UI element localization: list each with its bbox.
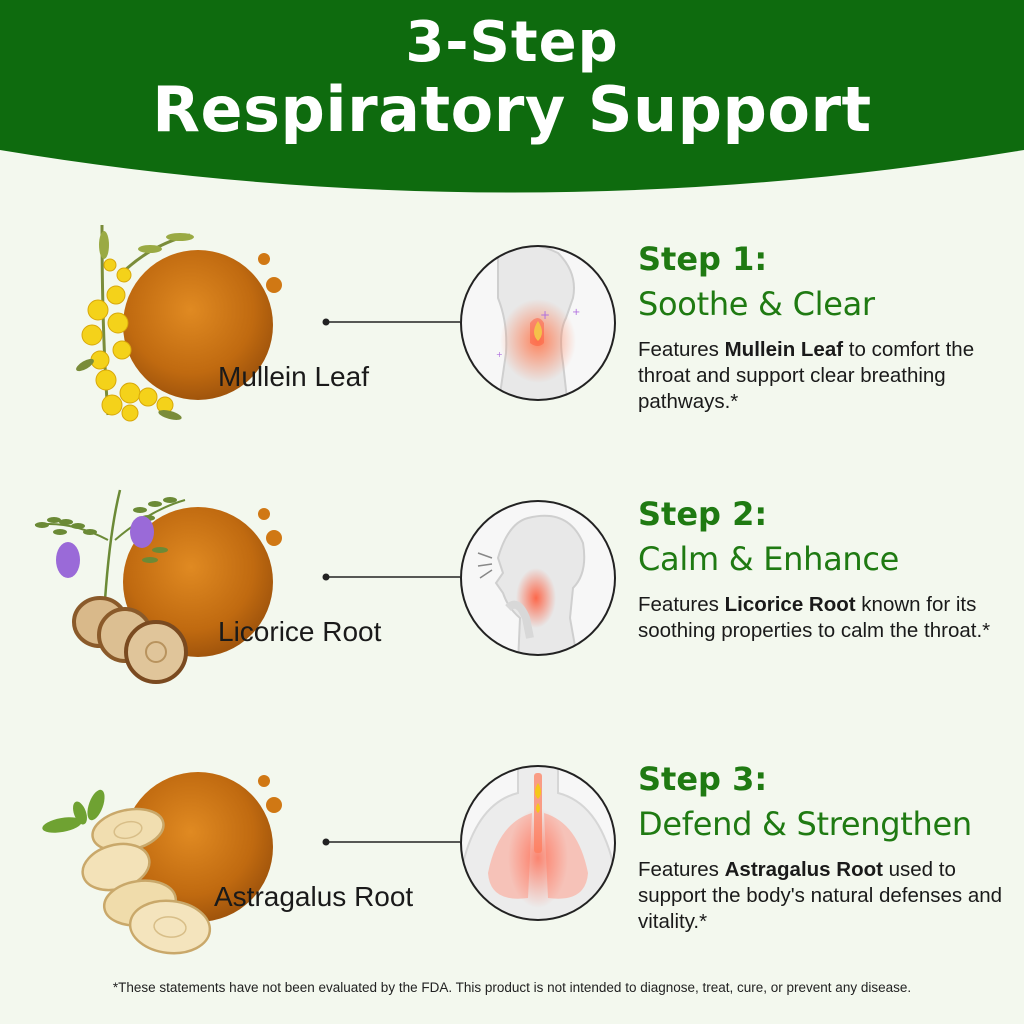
svg-text:+: + (496, 350, 503, 359)
svg-text:+: + (572, 307, 580, 318)
step-text-block: Step 1: Soothe & Clear Features Mullein … (638, 237, 1018, 415)
svg-text:+: + (540, 308, 550, 322)
step-row-3: Astragalus Root Step 3: Defend & Strengt… (0, 735, 1024, 975)
step-row-2: Licorice Root Step 2: Calm & Enhance Fea… (0, 470, 1024, 710)
step-subtitle: Calm & Enhance (638, 540, 900, 578)
step-subtitle: Soothe & Clear (638, 285, 875, 323)
desc-suffix: to comfort the throat and support clear … (638, 338, 975, 413)
step-title: Step 3: (638, 760, 768, 798)
header-banner: 3-Step Respiratory Support (0, 0, 1024, 210)
step-description: Features Licorice Root known for its soo… (638, 592, 1018, 644)
fda-disclaimer: *These statements have not been evaluate… (112, 980, 912, 995)
licorice-plant-icon (34, 489, 282, 684)
connector-line (322, 838, 460, 846)
step-text-block: Step 2: Calm & Enhance Features Licorice… (638, 492, 1018, 644)
desc-prefix: Features (638, 858, 725, 881)
ingredient-label: Mullein Leaf (218, 361, 369, 392)
desc-bold: Astragalus Root (724, 858, 883, 881)
desc-suffix: known for its soothing properties to cal… (638, 593, 991, 642)
connector-line (322, 573, 460, 581)
mullein-flower-icon (76, 224, 282, 422)
step-description: Features Astragalus Root used to support… (638, 857, 1018, 935)
step-text-block: Step 3: Defend & Strengthen Features Ast… (638, 757, 1018, 935)
step-description: Features Mullein Leaf to comfort the thr… (638, 337, 1018, 415)
desc-prefix: Features (638, 338, 725, 361)
ingredient-label: Licorice Root (218, 616, 382, 647)
desc-suffix: used to support the body's natural defen… (638, 858, 1003, 933)
header-background (0, 0, 1024, 193)
astragalus-root-icon (42, 772, 282, 955)
connector-line (322, 318, 460, 326)
step-subtitle: Defend & Strengthen (638, 805, 972, 843)
head-profile-icon (460, 500, 616, 656)
step-title: Step 1: (638, 240, 768, 278)
desc-prefix: Features (638, 593, 725, 616)
step-row-1: Mullein Leaf + + + Step 1: Soothe & Clea… (0, 215, 1024, 455)
step-title: Step 2: (638, 495, 768, 533)
title-line-1: 3-Step (405, 10, 619, 75)
title-line-2: Respiratory Support (152, 72, 872, 146)
desc-bold: Licorice Root (724, 593, 856, 616)
desc-bold: Mullein Leaf (724, 338, 844, 361)
lungs-icon (460, 765, 616, 921)
ingredient-label: Astragalus Root (214, 881, 414, 912)
throat-icon: + + + (460, 245, 616, 401)
page-title: 3-Step Respiratory Support (0, 10, 1024, 146)
